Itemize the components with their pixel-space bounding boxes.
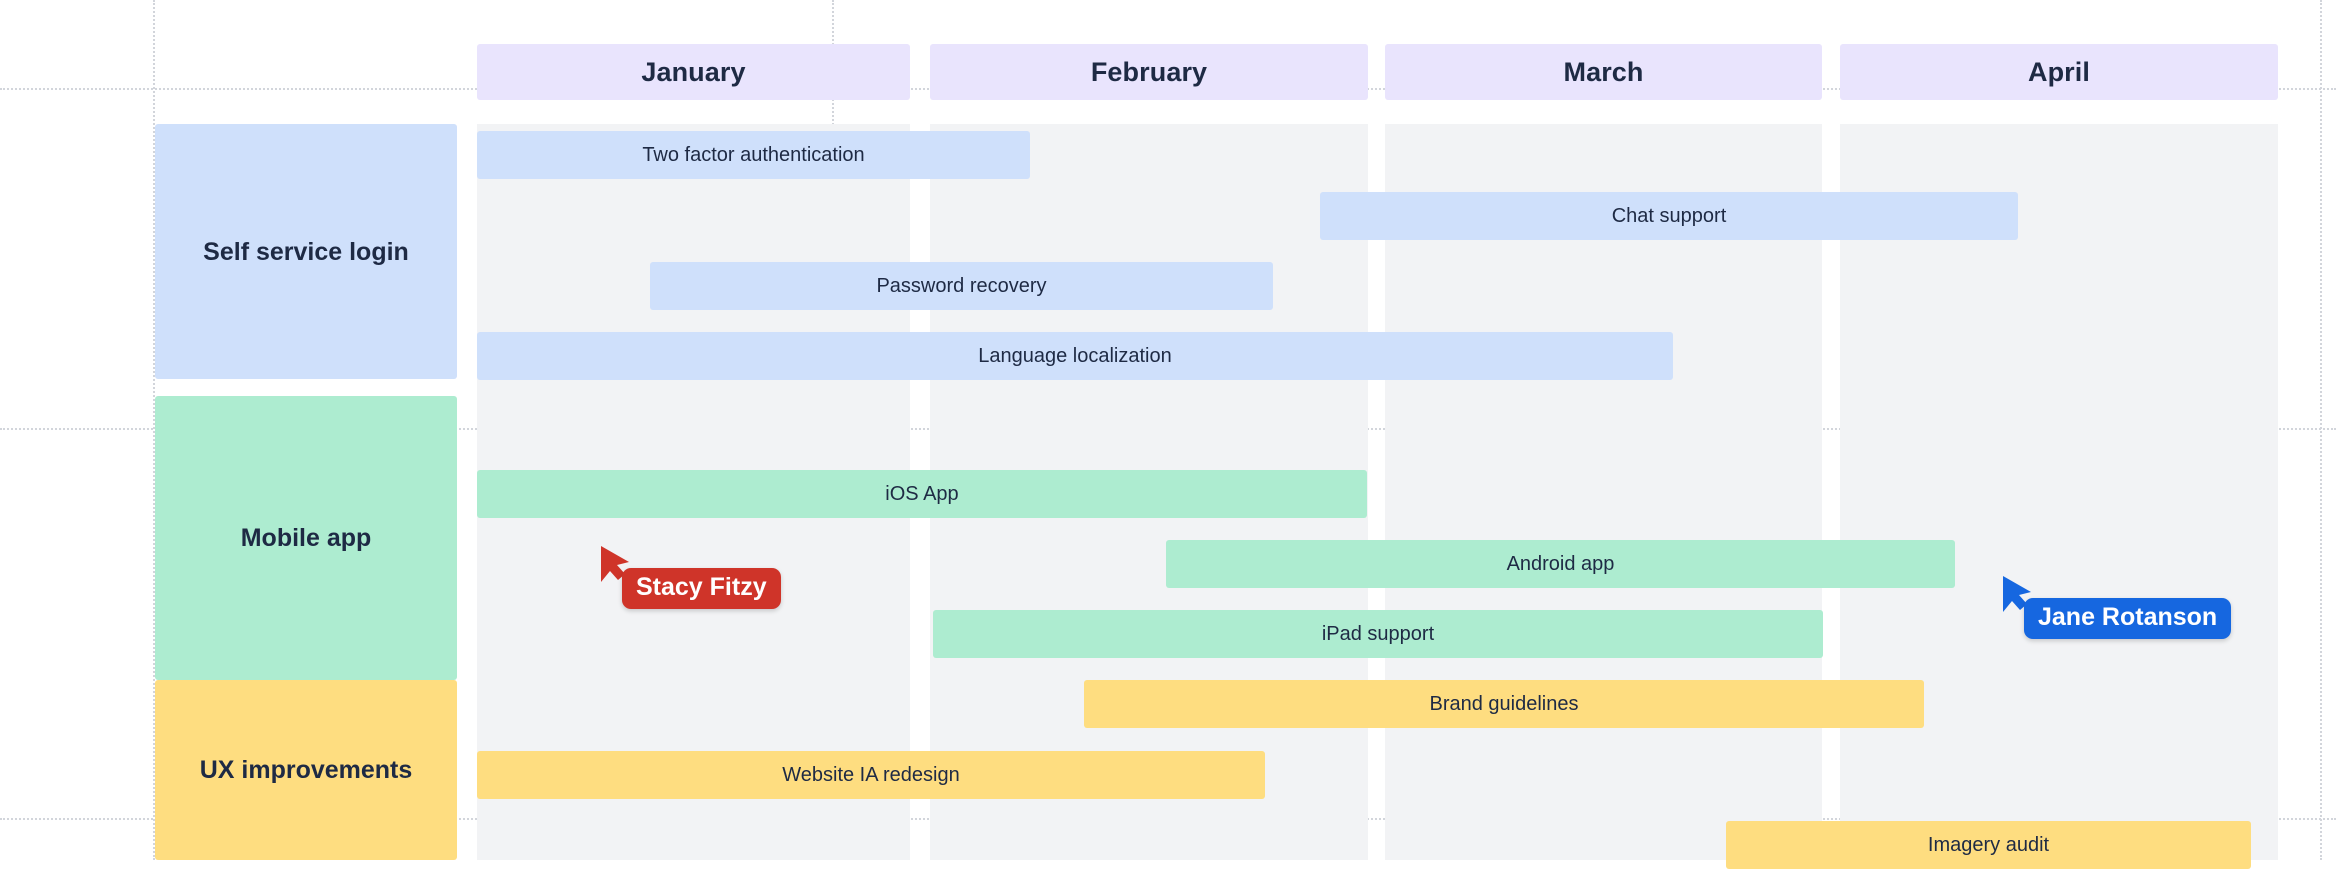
task-bar-imagery-audit[interactable]: Imagery audit: [1726, 821, 2251, 869]
guide-line-vertical-right: [2320, 0, 2322, 860]
month-track-april: [1840, 124, 2278, 860]
month-track-march: [1385, 124, 1822, 860]
task-bar-chat-support[interactable]: Chat support: [1320, 192, 2018, 240]
task-bar-password-recovery[interactable]: Password recovery: [650, 262, 1273, 310]
group-label-ux-improvements[interactable]: UX improvements: [155, 680, 457, 860]
month-header-april[interactable]: April: [1840, 44, 2278, 100]
task-bar-android-app[interactable]: Android app: [1166, 540, 1955, 588]
guide-line-vertical-left: [153, 0, 155, 860]
month-header-february[interactable]: February: [930, 44, 1368, 100]
task-bar-two-factor-authentication[interactable]: Two factor authentication: [477, 131, 1030, 179]
task-bar-website-ia-redesign[interactable]: Website IA redesign: [477, 751, 1265, 799]
task-bar-language-localization[interactable]: Language localization: [477, 332, 1673, 380]
group-label-self-service-login[interactable]: Self service login: [155, 124, 457, 379]
task-bar-ios-app[interactable]: iOS App: [477, 470, 1367, 518]
month-header-january[interactable]: January: [477, 44, 910, 100]
task-bar-brand-guidelines[interactable]: Brand guidelines: [1084, 680, 1924, 728]
collaborator-name-tag-jane-rotanson: Jane Rotanson: [2024, 598, 2232, 639]
month-header-march[interactable]: March: [1385, 44, 1822, 100]
group-label-mobile-app[interactable]: Mobile app: [155, 396, 457, 680]
task-bar-ipad-support[interactable]: iPad support: [933, 610, 1823, 658]
collaborator-name-tag-stacy-fitzy: Stacy Fitzy: [622, 568, 781, 609]
